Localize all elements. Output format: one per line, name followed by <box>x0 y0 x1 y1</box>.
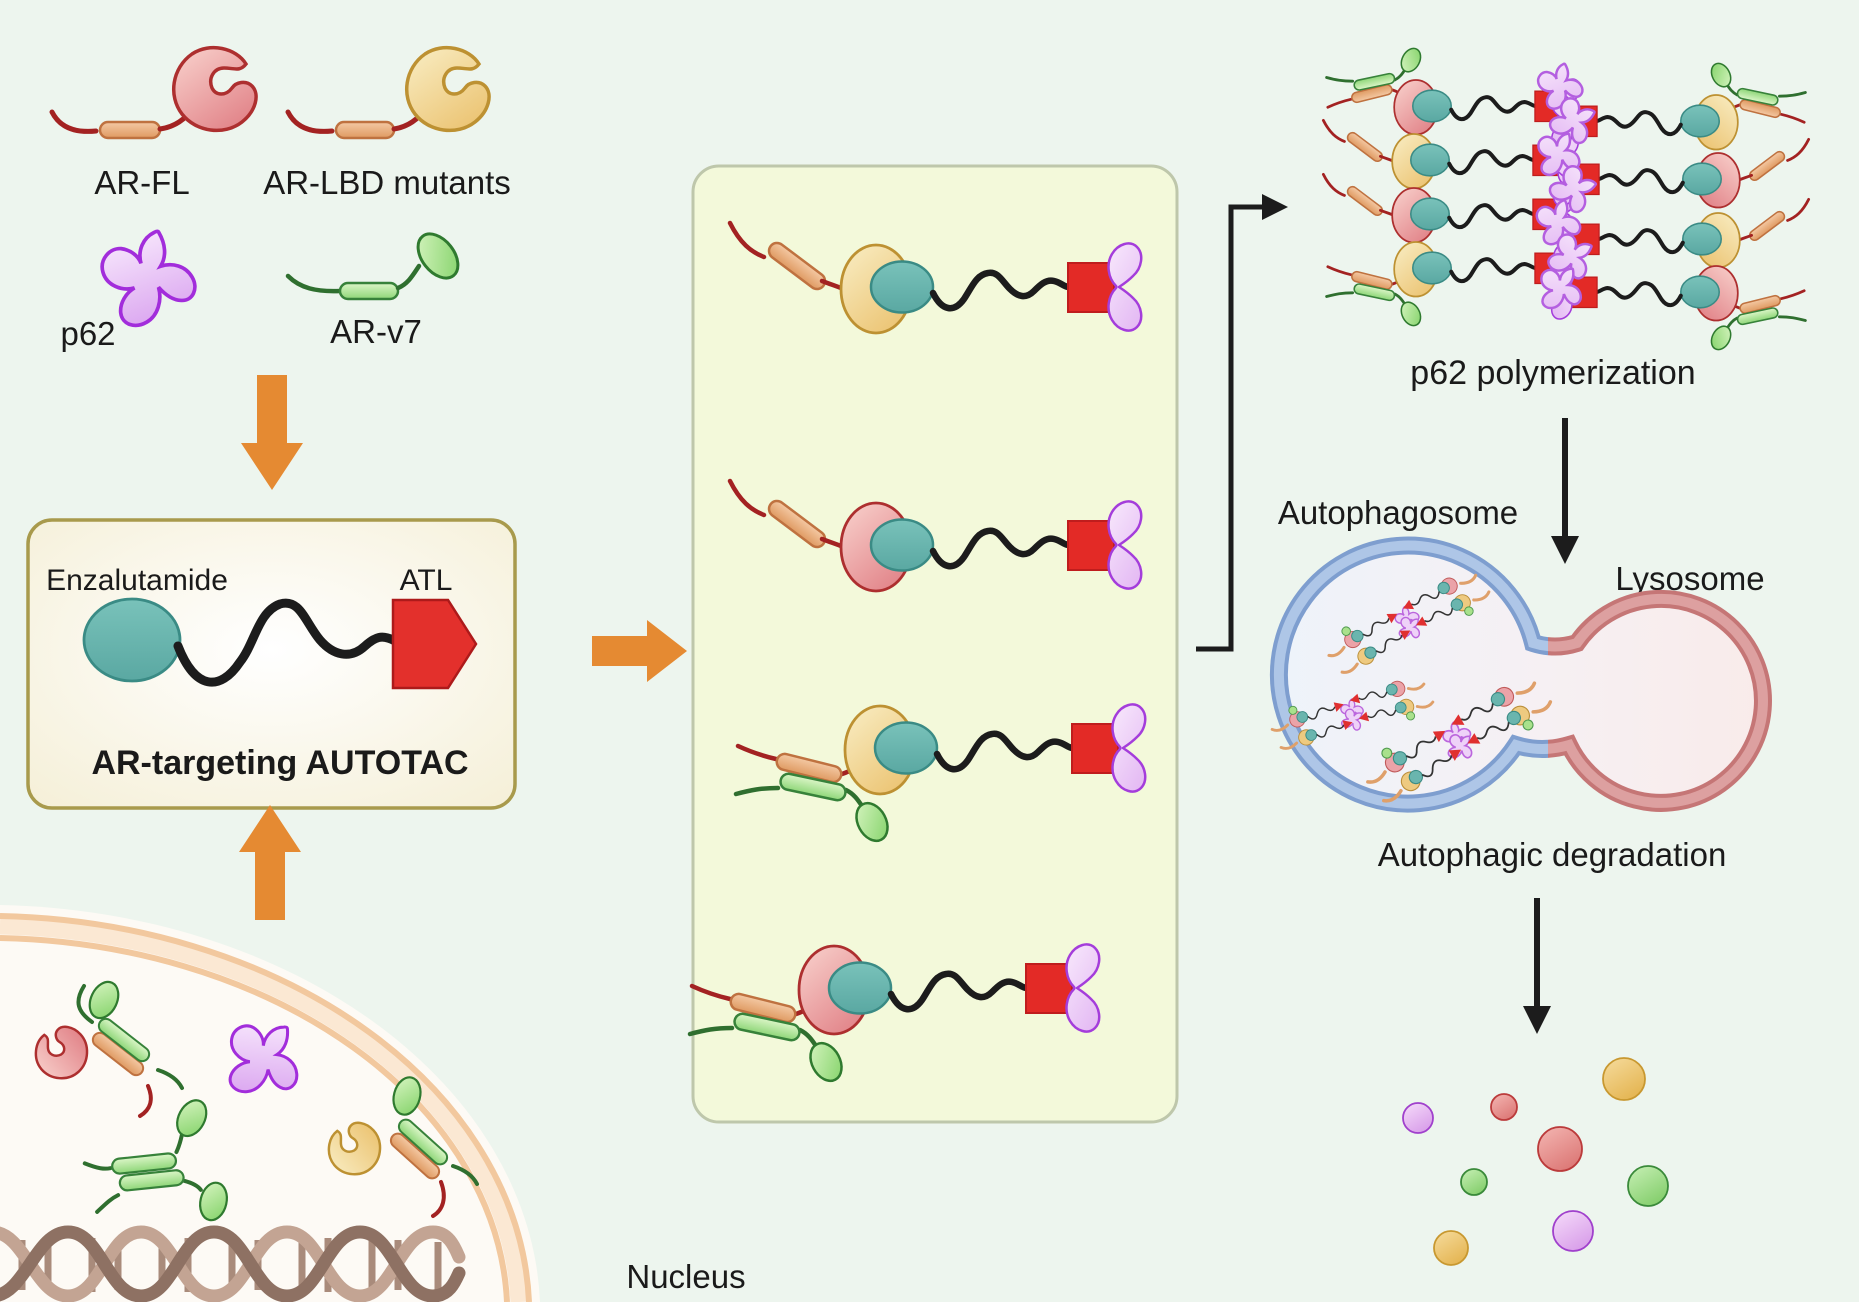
ternary-complex-panel <box>690 164 1179 1124</box>
complex-ar-fl-arv7 <box>690 944 1099 1086</box>
linker-icon <box>173 598 400 687</box>
ar-fl-label: AR-FL <box>94 164 189 201</box>
ar-fl-molecule <box>49 45 258 140</box>
autophagosome-label: Autophagosome <box>1278 494 1518 531</box>
complex-ar-lbd-arv7 <box>736 704 1145 846</box>
enzalutamide-label: Enzalutamide <box>46 564 228 597</box>
atl-label: ATL <box>400 564 453 597</box>
autotac-box: Enzalutamide ATL AR-targeting AUTOTAC <box>26 518 517 810</box>
nucleus-interior <box>0 905 540 1302</box>
polymerization-label: p62 polymerization <box>1410 354 1695 392</box>
ar-v7-label: AR-v7 <box>330 313 422 350</box>
nuclear-ar-lbd-arv7-complex <box>325 1076 479 1218</box>
autotac-title: AR-targeting AUTOTAC <box>91 744 468 782</box>
connector-to-polymerization <box>1196 194 1288 652</box>
lysosome-membrane <box>1548 589 1772 812</box>
p62-label: p62 <box>60 315 115 352</box>
autophagosome-lysosome-fusion <box>1268 536 1772 813</box>
nuclear-arv7-dimer <box>82 1099 228 1222</box>
autophagosome-membrane <box>1269 536 1548 813</box>
complex-ar-lbd <box>730 223 1141 335</box>
p62-polymerization-cluster <box>1321 43 1811 355</box>
complex-ar-fl <box>730 481 1141 593</box>
arrow-down-to-autophagosome <box>1551 418 1579 564</box>
degradation-label: Autophagic degradation <box>1378 836 1727 873</box>
ar-lbd-mutant-molecule <box>285 45 491 140</box>
ar-lbd-label: AR-LBD mutants <box>263 164 511 201</box>
nucleus-label: Nucleus <box>626 1258 745 1295</box>
enzalutamide-warhead-icon <box>82 597 182 683</box>
nucleus-region <box>0 905 540 1302</box>
nucleus-membrane <box>0 913 532 1302</box>
nuclear-ar-fl-arv7-complex <box>32 980 184 1118</box>
degradation-products <box>1402 1057 1669 1266</box>
arrow-down-to-products <box>1523 898 1551 1034</box>
ar-v7-molecule <box>285 232 460 301</box>
atl-ligand-icon <box>391 598 478 690</box>
lysosome-label: Lysosome <box>1615 560 1764 597</box>
dna-helix-icon <box>0 1225 466 1302</box>
